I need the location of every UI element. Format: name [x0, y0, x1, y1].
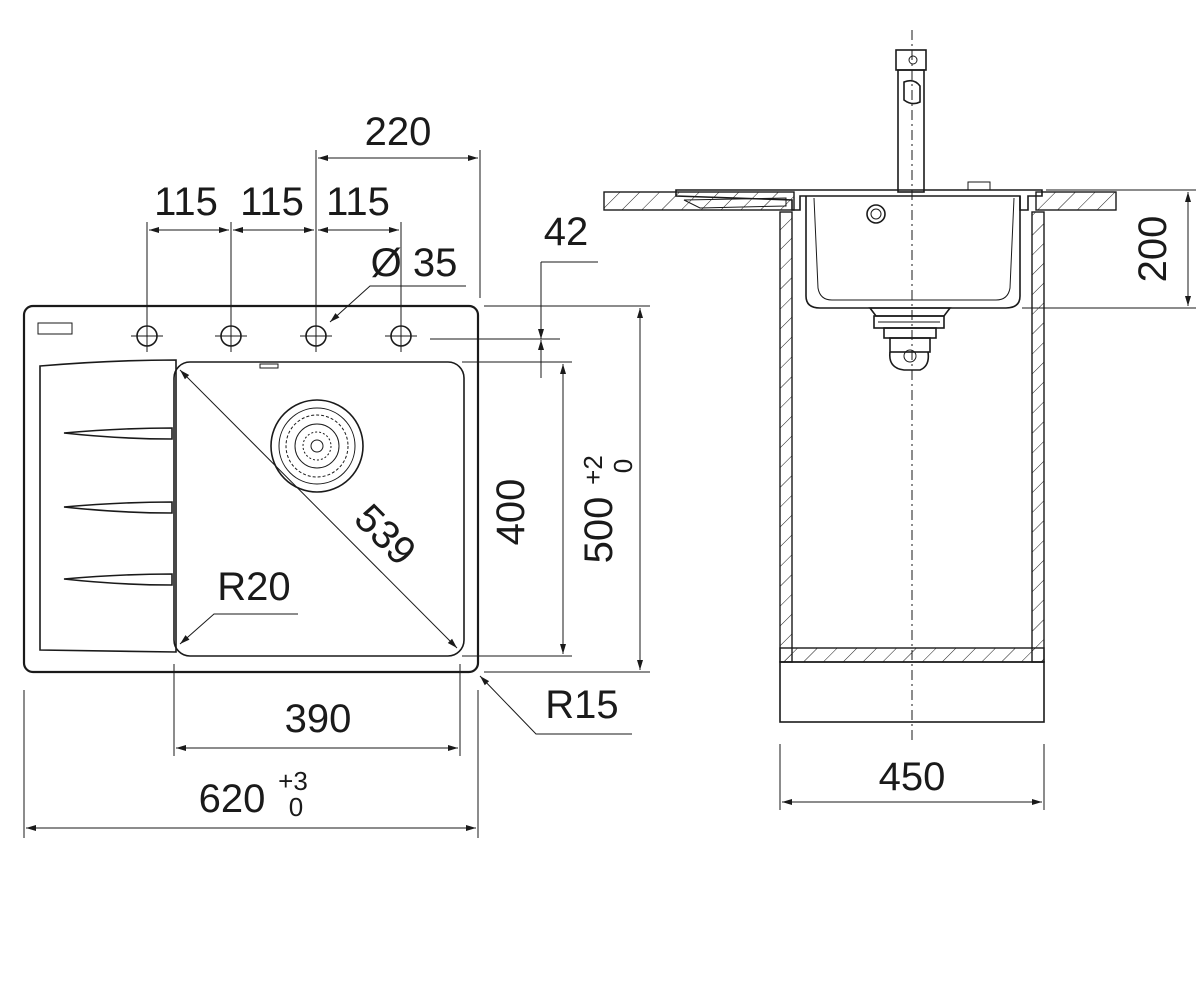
logo-plate [37, 322, 73, 335]
tap-hole-icon [300, 320, 332, 352]
dim-200-label: 200 [1131, 216, 1175, 283]
dia35-label: Ø 35 [371, 241, 458, 285]
cabinet-plinth [779, 661, 1045, 723]
cabinet-wall-left [779, 211, 793, 663]
dim-line-539 [179, 369, 458, 649]
side-view: 200 450 [603, 30, 1196, 810]
dim-620-label: 620 [199, 777, 266, 821]
top-view: 220 115 115 115 Ø 35 42 539 400 500 +2 0 [22, 110, 650, 838]
bowl-outline [173, 361, 465, 657]
dim-115-label: 115 [154, 180, 218, 224]
overflow-icon [866, 204, 886, 224]
drainer-profile [683, 197, 787, 209]
sink-outline [22, 304, 480, 674]
dim-115-label: 115 [326, 180, 390, 224]
dim-500-label: 500 [577, 497, 621, 564]
r15-leader [479, 675, 632, 735]
dim-390-label: 390 [285, 697, 352, 741]
waste-fitting-icon [868, 307, 952, 371]
dim-620-tol-upper: +3 [278, 766, 308, 796]
dim-539-label: 539 [346, 496, 424, 574]
drainer-area [39, 359, 177, 653]
dim-42-label: 42 [544, 210, 589, 254]
dim-450-label: 450 [879, 755, 946, 799]
cabinet-wall-right [1031, 211, 1045, 663]
drainer-rib [63, 573, 173, 586]
strainer-icon [270, 399, 364, 493]
bowl-profile [805, 196, 1021, 309]
countertop-left [603, 191, 795, 211]
dim-500-tol-upper: +2 [578, 455, 608, 485]
dim-115-label: 115 [240, 180, 304, 224]
tap-icon [895, 49, 991, 193]
tap-hole-icon [131, 320, 163, 352]
dia35-leader [329, 285, 466, 323]
tap-hole-icon [385, 320, 417, 352]
tap-hole-icon [215, 320, 247, 352]
overflow-slot [259, 363, 279, 369]
dim-400-label: 400 [489, 479, 533, 546]
drainer-rib [63, 501, 173, 514]
r20-label: R20 [217, 565, 290, 609]
bowl-inner [813, 197, 1015, 301]
countertop-right [1035, 191, 1117, 211]
r20-leader [179, 613, 298, 645]
dim-220-label: 220 [365, 110, 432, 154]
drainer-rib [63, 427, 173, 440]
dim-620-tol-lower: 0 [289, 792, 303, 822]
dim-500-tol-lower: 0 [608, 459, 638, 473]
r15-label: R15 [545, 683, 618, 727]
